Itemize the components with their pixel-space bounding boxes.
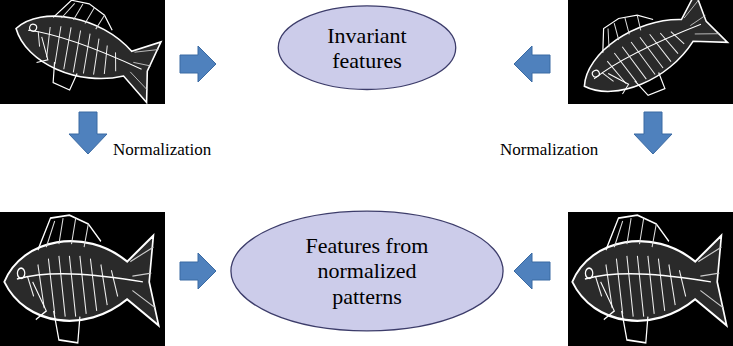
fish-image [0, 212, 165, 346]
step-label: Normalization [113, 140, 211, 160]
feature-ellipse: Invariant features [277, 5, 457, 90]
ellipse-text: Features from normalized patterns [281, 233, 452, 309]
fish-image [568, 212, 733, 346]
step-label: Normalization [500, 140, 598, 160]
node-text: Invariant features [311, 23, 423, 74]
node-text: Features from normalized patterns [281, 233, 452, 309]
fish-image [0, 0, 170, 114]
fish-image [564, 0, 733, 121]
feature-ellipse: Features from normalized patterns [229, 210, 505, 332]
ellipse-text: Invariant features [311, 23, 423, 74]
